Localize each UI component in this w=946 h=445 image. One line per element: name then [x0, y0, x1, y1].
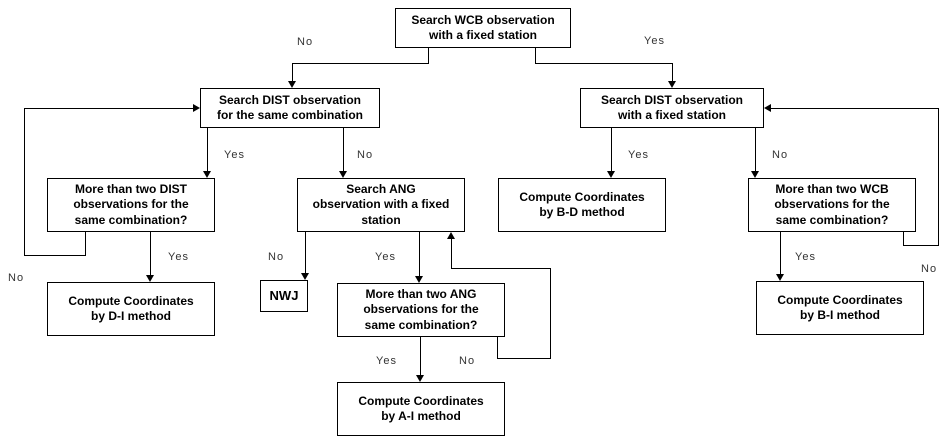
node-search-dist-fixed-station: Search DIST observation with a fixed sta…: [580, 88, 764, 128]
flow-line: [207, 128, 208, 171]
flow-line: [780, 232, 781, 274]
flow-line: [451, 268, 551, 269]
edge-label-yes: Yes: [628, 149, 649, 161]
node-search-ang: Search ANG observation with a fixed stat…: [297, 178, 465, 232]
node-more-than-two-ang: More than two ANG observations for the s…: [337, 283, 505, 337]
edge-label-yes: Yes: [376, 355, 397, 367]
flow-line: [419, 232, 420, 276]
flow-line: [420, 337, 421, 375]
flow-line: [85, 232, 86, 256]
arrowhead-up-icon: [447, 232, 455, 239]
arrowhead-down-icon: [288, 81, 296, 88]
node-more-than-two-wcb: More than two WCB observations for the s…: [748, 178, 916, 232]
flow-line: [24, 108, 193, 109]
flow-line: [343, 128, 344, 171]
flow-line: [305, 232, 306, 273]
edge-label-no: No: [459, 355, 476, 367]
edge-label-no: No: [921, 263, 938, 275]
node-compute-di-method: Compute Coordinates by D-I method: [47, 282, 215, 336]
edge-label-no: No: [268, 251, 285, 263]
flow-line: [755, 128, 756, 171]
arrowhead-down-icon: [203, 171, 211, 178]
node-more-than-two-dist: More than two DIST observations for the …: [47, 178, 215, 232]
flow-line: [150, 232, 151, 275]
edge-label-no: No: [357, 149, 374, 161]
flow-line: [428, 48, 429, 64]
node-search-dist-same-combination: Search DIST observation for the same com…: [200, 88, 380, 128]
flow-line: [535, 48, 536, 64]
arrowhead-down-icon: [301, 273, 309, 280]
edge-label-yes: Yes: [224, 149, 245, 161]
flow-line: [550, 268, 551, 359]
flow-line: [771, 108, 939, 109]
flow-line: [903, 232, 904, 246]
arrowhead-down-icon: [416, 375, 424, 382]
arrowhead-right-icon: [193, 104, 200, 112]
edge-label-yes: Yes: [795, 251, 816, 263]
arrowhead-down-icon: [415, 276, 423, 283]
node-compute-bd-method: Compute Coordinates by B-D method: [498, 178, 666, 232]
node-search-wcb: Search WCB observation with a fixed stat…: [395, 8, 571, 48]
flow-line: [24, 255, 86, 256]
flow-line: [292, 63, 429, 64]
flow-line: [903, 245, 939, 246]
arrowhead-down-icon: [146, 275, 154, 282]
edge-label-no: No: [8, 272, 25, 284]
edge-label-no: No: [772, 149, 789, 161]
edge-label-yes: Yes: [375, 251, 396, 263]
flow-line: [611, 128, 612, 171]
flow-line: [292, 64, 293, 81]
arrowhead-down-icon: [339, 171, 347, 178]
edge-label-yes: Yes: [644, 35, 665, 47]
arrowhead-down-icon: [668, 81, 676, 88]
flow-line: [497, 337, 498, 359]
arrowhead-left-icon: [764, 104, 771, 112]
flow-line: [24, 108, 25, 256]
flow-line: [672, 64, 673, 81]
arrowhead-down-icon: [776, 274, 784, 281]
flow-line: [535, 63, 673, 64]
node-compute-bi-method: Compute Coordinates by B-I method: [756, 281, 924, 335]
arrowhead-down-icon: [751, 171, 759, 178]
node-nwj: NWJ: [260, 280, 308, 312]
edge-label-yes: Yes: [168, 251, 189, 263]
arrowhead-down-icon: [607, 171, 615, 178]
flow-line: [497, 358, 551, 359]
flow-line: [451, 239, 452, 269]
flow-line: [938, 108, 939, 246]
edge-label-no: No: [297, 36, 314, 48]
node-compute-ai-method: Compute Coordinates by A-I method: [337, 382, 505, 436]
